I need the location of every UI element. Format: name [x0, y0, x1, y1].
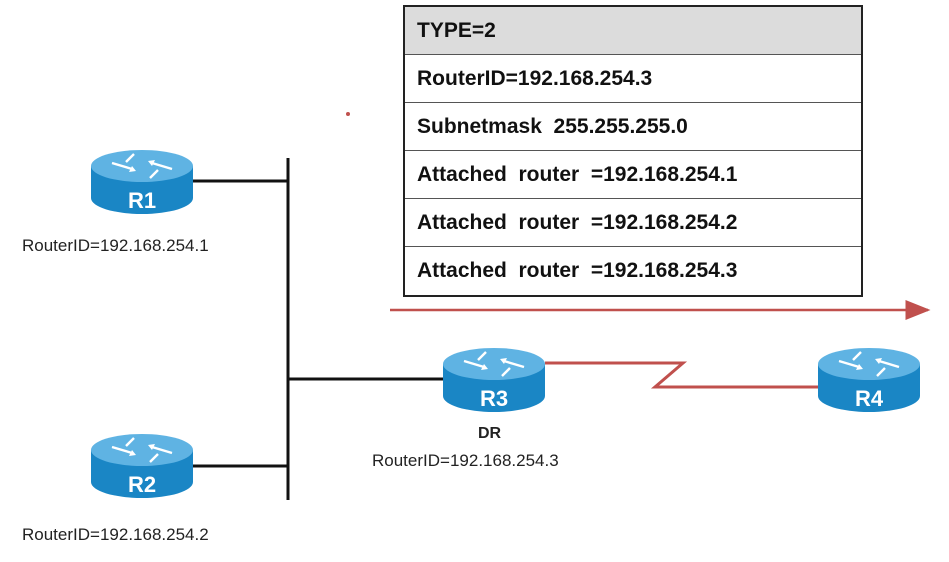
router-arrows-icon [463, 351, 525, 377]
lsa-attached-router-row: Attached router =192.168.254.2 [405, 199, 861, 247]
router-r3-role-label: DR [478, 425, 502, 442]
router-r1-id-label: RouterID=192.168.254.1 [22, 236, 209, 255]
router-r2-label: R2 [128, 472, 156, 497]
router-r2-id-label: RouterID=192.168.254.2 [22, 525, 209, 544]
router-r4[interactable]: R4 [818, 348, 920, 412]
router-arrows-icon [111, 437, 173, 463]
router-r2[interactable]: R2 [91, 434, 193, 498]
serial-link-r3-r4 [545, 361, 820, 389]
router-r3-label: R3 [480, 386, 508, 411]
router-arrows-icon [111, 153, 173, 179]
lsa-attached-router-row: Attached router =192.168.254.1 [405, 151, 861, 199]
network-lsa-table: TYPE=2 RouterID=192.168.254.3 Subnetmask… [403, 5, 863, 297]
router-r1[interactable]: R1 [91, 150, 193, 214]
router-r1-label: R1 [128, 188, 156, 213]
lsa-router-id-row: RouterID=192.168.254.3 [405, 55, 861, 103]
lsa-attached-router-row: Attached router =192.168.254.3 [417, 259, 738, 282]
dot-marker [346, 112, 350, 116]
router-r3[interactable]: R3 [443, 348, 545, 412]
router-r4-label: R4 [855, 386, 884, 411]
router-r3-id-label: RouterID=192.168.254.3 [372, 451, 559, 470]
lsa-type-row: TYPE=2 [405, 7, 861, 55]
lsa-subnetmask-row: Subnetmask 255.255.255.0 [405, 103, 861, 151]
router-arrows-icon [838, 351, 900, 377]
